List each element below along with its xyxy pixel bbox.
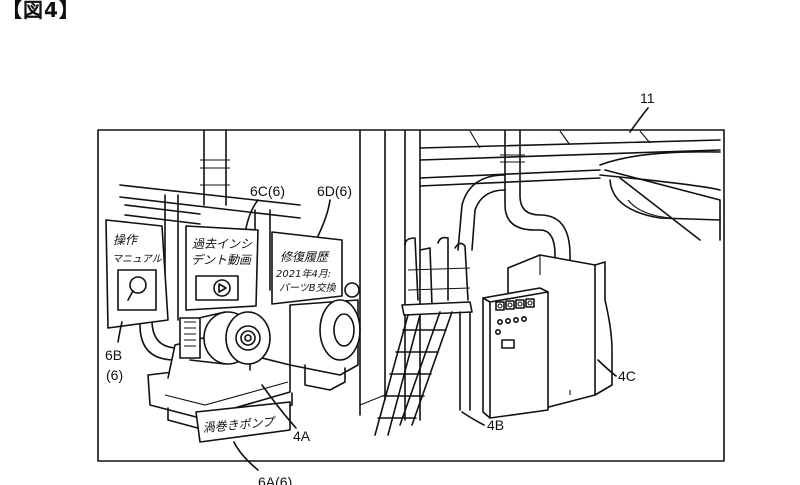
history-line1: 修復履歴 bbox=[280, 250, 330, 264]
label-11: 11 bbox=[640, 90, 655, 106]
pump-sign: 渦巻きポンプ bbox=[195, 401, 291, 443]
video-line2: デント動画 bbox=[191, 253, 253, 267]
duct-right bbox=[599, 150, 721, 241]
history-line2: 2021年4月: bbox=[276, 268, 331, 280]
structural-columns bbox=[359, 130, 421, 421]
leader-4B bbox=[461, 411, 485, 426]
leader-6A bbox=[233, 441, 259, 471]
leader-6D bbox=[317, 199, 331, 237]
label-6B: 6B bbox=[105, 347, 122, 363]
history-line3: パーツB交換 bbox=[279, 282, 337, 294]
pump-4A bbox=[147, 311, 293, 431]
label-6A: 6A(6) bbox=[258, 474, 292, 485]
leader-6B bbox=[117, 321, 123, 343]
panel-6B-manual: 操作 マニュアル bbox=[105, 219, 169, 329]
pump-right-housing bbox=[289, 282, 361, 391]
control-buttons bbox=[494, 315, 527, 335]
label-6B-paren: (6) bbox=[106, 367, 123, 383]
leader-4C bbox=[597, 359, 617, 377]
label-6C: 6C(6) bbox=[250, 183, 285, 199]
panel-6D-history: 修復履歴 2021年4月: パーツB交換 bbox=[271, 231, 343, 305]
label-6D: 6D(6) bbox=[317, 183, 352, 199]
video-line1: 過去インシ bbox=[192, 237, 253, 251]
leader-11 bbox=[629, 107, 649, 133]
label-4B: 4B bbox=[487, 417, 504, 433]
leader-6C bbox=[245, 199, 259, 229]
figure-title: 【図4】 bbox=[2, 0, 80, 22]
label-4A: 4A bbox=[293, 428, 311, 444]
magnifier-icon bbox=[127, 276, 147, 301]
control-cabinet bbox=[482, 287, 549, 419]
leader-4A bbox=[261, 384, 297, 429]
panel-6C-video: 過去インシ デント動画 bbox=[185, 225, 259, 311]
manual-line1: 操作 bbox=[113, 233, 139, 247]
indicator-lamps bbox=[495, 298, 535, 311]
ceiling-beams bbox=[419, 130, 721, 187]
pump-sign-text: 渦巻きポンプ bbox=[202, 415, 278, 435]
play-icon bbox=[213, 279, 231, 297]
scene-frame bbox=[97, 129, 725, 462]
manual-line2: マニュアル bbox=[112, 254, 163, 265]
label-4C: 4C bbox=[618, 368, 636, 384]
ladder-4B bbox=[374, 236, 473, 436]
cabinet-display bbox=[501, 339, 515, 349]
vertical-duct bbox=[457, 130, 571, 266]
